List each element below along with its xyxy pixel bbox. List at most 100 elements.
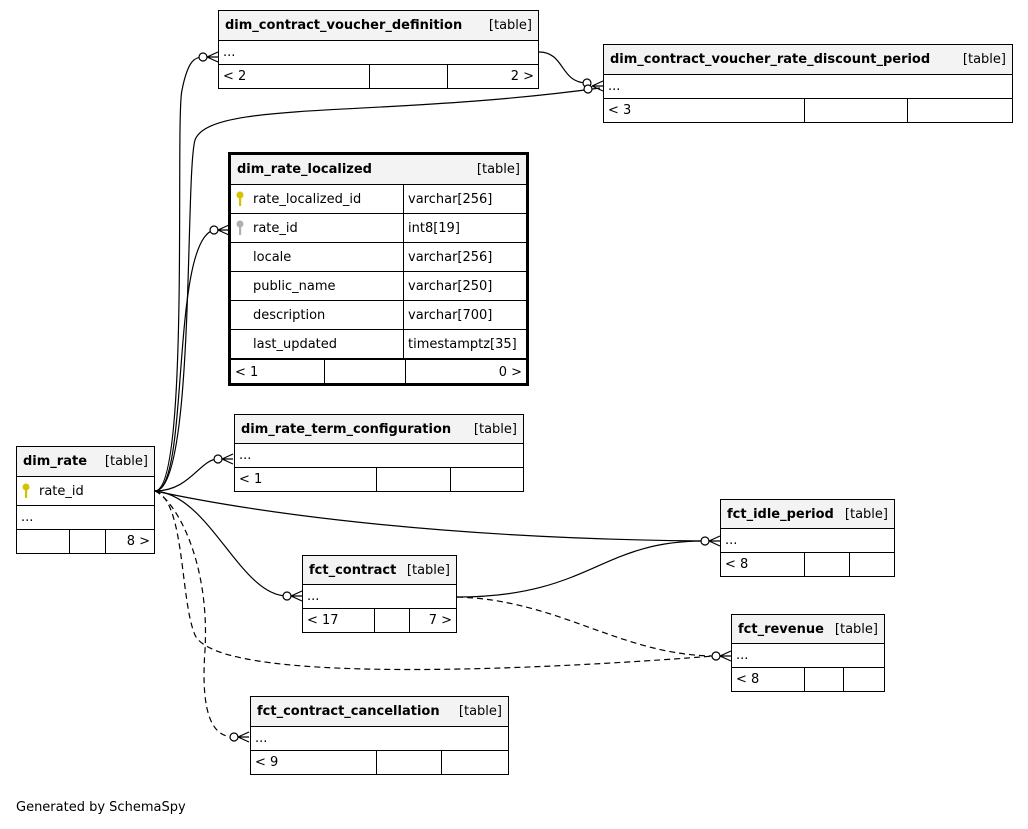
column-name: rate_localized_id	[249, 185, 404, 213]
table-header: fct_contract_cancellation [table]	[251, 697, 508, 727]
columns-ellipsis-row: ...	[604, 75, 1012, 99]
parents-count	[17, 530, 70, 553]
edge-dim-rate-to-voucher-definition	[154, 56, 204, 492]
table-footer: < 3	[604, 99, 1012, 122]
edge-dim-rate-to-term-configuration	[154, 458, 219, 492]
table-fct-contract-cancellation[interactable]: fct_contract_cancellation [table] ... < …	[250, 696, 509, 775]
crow-foot	[591, 80, 604, 92]
column-row[interactable]: rate_localized_id varchar[256]	[231, 185, 526, 214]
table-header: fct_idle_period [table]	[721, 500, 894, 529]
column-row[interactable]: description varchar[700]	[231, 301, 526, 330]
table-header: fct_contract [table]	[303, 556, 456, 585]
children-count	[850, 553, 894, 576]
column-name: locale	[249, 243, 404, 271]
table-name: dim_contract_voucher_rate_discount_perio…	[610, 52, 931, 67]
table-kind: [table]	[834, 621, 878, 637]
parents-count[interactable]: < 1	[235, 468, 377, 491]
edge-end-marker	[229, 732, 239, 742]
parents-count[interactable]: < 8	[721, 553, 805, 576]
table-kind: [table]	[473, 421, 517, 437]
footer-spacer	[377, 751, 442, 774]
column-name: description	[249, 301, 404, 329]
parents-count[interactable]: < 3	[604, 99, 805, 122]
table-dim-rate-localized[interactable]: dim_rate_localized [table] rate_localize…	[228, 152, 529, 386]
column-type: varchar[256]	[408, 191, 493, 207]
column-name: public_name	[249, 272, 404, 300]
primary-key-icon	[17, 477, 35, 505]
table-footer: < 8	[732, 668, 884, 691]
table-name: dim_contract_voucher_definition	[225, 18, 463, 33]
children-count[interactable]: 8 >	[126, 534, 150, 549]
children-count[interactable]: 2 >	[510, 69, 534, 84]
parents-count[interactable]: < 9	[251, 751, 377, 774]
crow-foot	[217, 224, 230, 236]
table-kind: [table]	[844, 506, 888, 522]
children-count	[844, 668, 884, 691]
table-fct-revenue[interactable]: fct_revenue [table] ... < 8	[731, 614, 885, 692]
table-dim-rate[interactable]: dim_rate [table] rate_id ... 8 >	[16, 446, 155, 554]
table-fct-contract[interactable]: fct_contract [table] ... < 17 7 >	[302, 555, 457, 633]
crow-foot	[719, 650, 732, 662]
footer-spacer	[70, 530, 106, 553]
edge-end-marker	[711, 651, 721, 661]
table-name: fct_contract_cancellation	[257, 704, 440, 719]
parents-count[interactable]: < 8	[732, 668, 805, 691]
edge-voucher-definition-to-discount-period	[538, 51, 588, 84]
crow-foot	[290, 590, 303, 602]
children-count[interactable]: 7 >	[428, 613, 452, 628]
edge-end-marker	[209, 225, 219, 235]
table-dim-contract-voucher-rate-discount-period[interactable]: dim_contract_voucher_rate_discount_perio…	[603, 44, 1013, 123]
edge-dim-rate-to-cancellation	[154, 490, 235, 738]
columns-ellipsis-row: ...	[17, 506, 154, 530]
footer-spacer	[325, 360, 406, 385]
edge-end-marker	[282, 591, 292, 601]
edge-end-marker	[198, 52, 208, 62]
column-row[interactable]: locale varchar[256]	[231, 243, 526, 272]
table-footer: < 1 0 >	[231, 359, 526, 385]
parents-count[interactable]: < 17	[303, 609, 375, 632]
edge-end-marker	[213, 454, 223, 464]
table-header: fct_revenue [table]	[732, 615, 884, 644]
parents-count[interactable]: < 2	[219, 65, 370, 88]
column-row[interactable]: public_name varchar[250]	[231, 272, 526, 301]
column-name: rate_id	[249, 214, 404, 242]
columns-ellipsis: ...	[725, 533, 738, 548]
children-count	[442, 751, 508, 774]
table-name: dim_rate_localized	[237, 162, 372, 177]
table-kind: [table]	[476, 162, 520, 177]
edge-dim-rate-to-contract	[154, 490, 288, 597]
parents-count[interactable]: < 1	[231, 360, 325, 385]
table-dim-contract-voucher-definition[interactable]: dim_contract_voucher_definition [table] …	[218, 10, 539, 89]
footer-spacer	[375, 609, 410, 632]
columns-ellipsis: ...	[239, 448, 252, 463]
footer-spacer	[805, 668, 844, 691]
column-name: rate_id	[39, 483, 84, 499]
column-row[interactable]: rate_id int8[19]	[231, 214, 526, 243]
table-kind: [table]	[406, 562, 450, 578]
edge-contract-to-revenue	[456, 596, 715, 657]
footer-spacer	[370, 65, 448, 88]
table-name: dim_rate_term_configuration	[241, 421, 452, 437]
table-footer: 8 >	[17, 530, 154, 553]
column-row[interactable]: rate_id	[17, 477, 154, 506]
table-header: dim_contract_voucher_rate_discount_perio…	[604, 45, 1012, 75]
columns-ellipsis-row: ...	[732, 644, 884, 668]
column-row[interactable]: last_updated timestamptz[35]	[231, 330, 526, 359]
footer-spacer	[377, 468, 451, 491]
footer-spacer	[805, 553, 850, 576]
column-type: varchar[250]	[408, 278, 493, 294]
edge-dim-rate-to-discount-period	[154, 87, 601, 492]
table-footer: < 8	[721, 553, 894, 576]
table-name: fct_contract	[309, 562, 397, 578]
crow-foot	[237, 731, 250, 743]
table-footer: < 1	[235, 468, 523, 491]
table-name: fct_idle_period	[727, 506, 834, 522]
edge-dim-rate-to-idle-period	[154, 490, 704, 542]
table-dim-rate-term-configuration[interactable]: dim_rate_term_configuration [table] ... …	[234, 414, 524, 492]
columns-ellipsis: ...	[608, 79, 621, 94]
table-fct-idle-period[interactable]: fct_idle_period [table] ... < 8	[720, 499, 895, 577]
table-footer: < 9	[251, 751, 508, 774]
column-type: varchar[700]	[408, 307, 493, 323]
children-count[interactable]: 0 >	[498, 365, 522, 380]
